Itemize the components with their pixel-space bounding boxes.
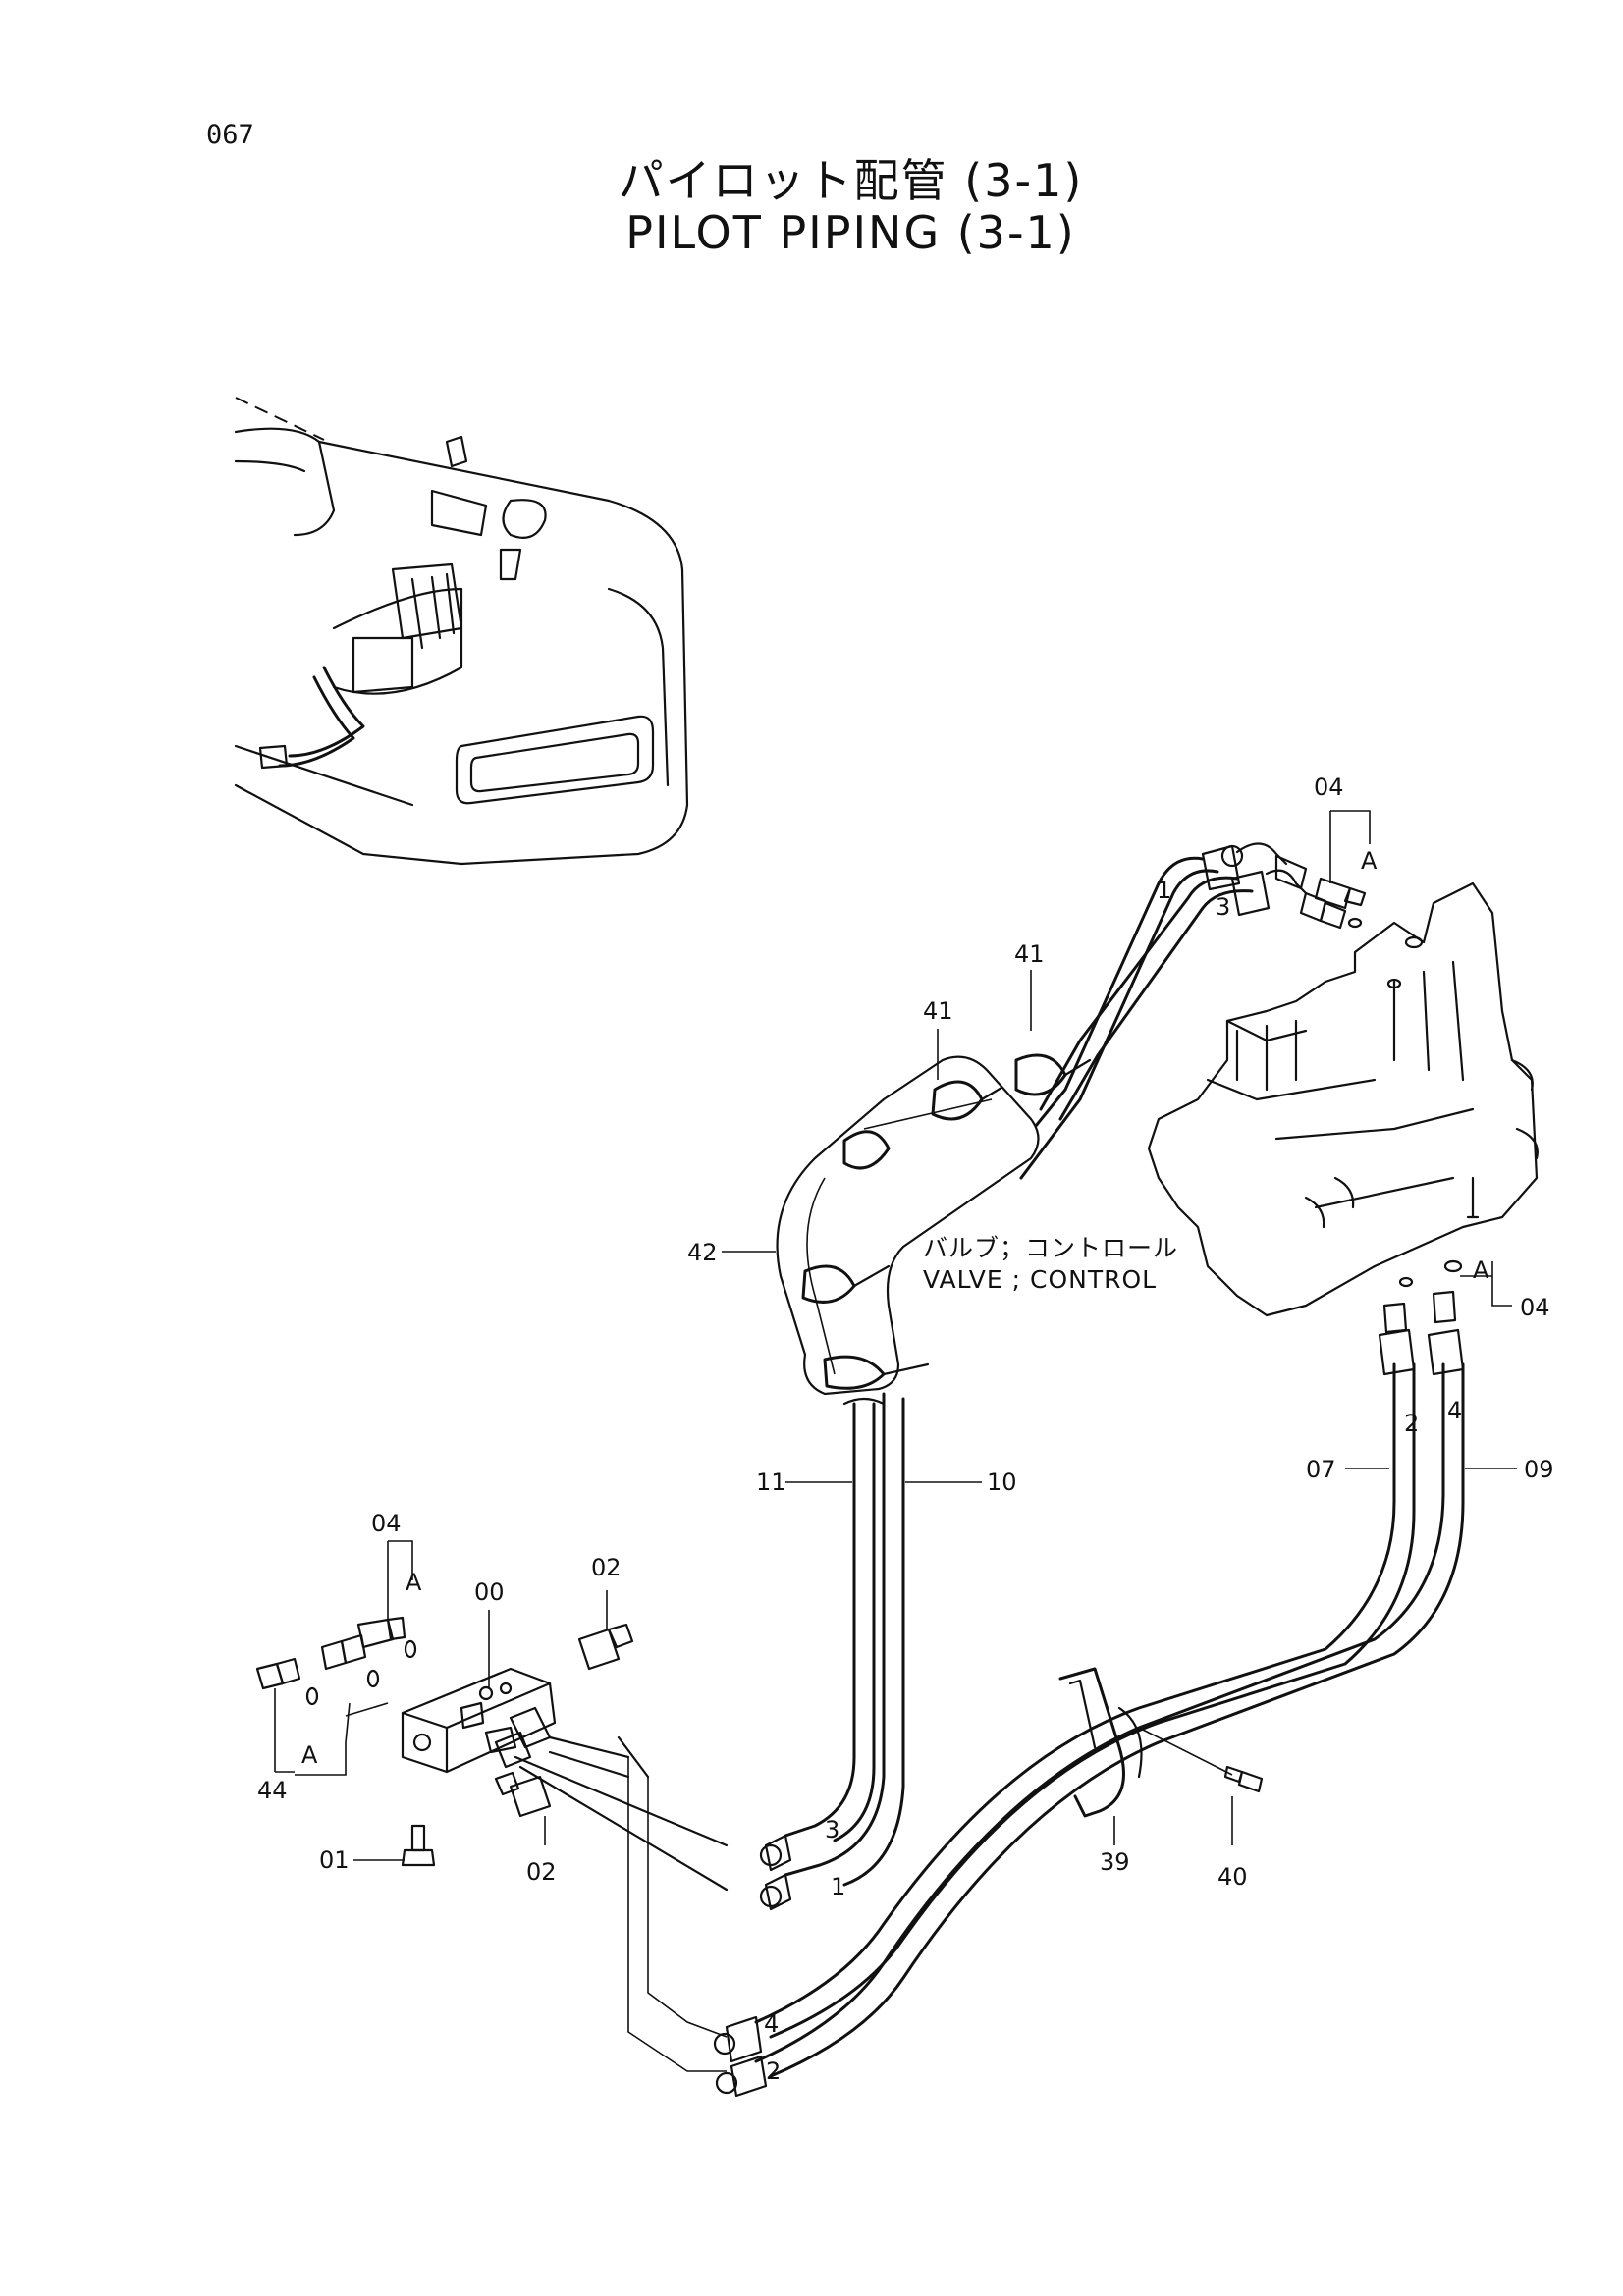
part-labels: 04 A 41 41 42 A 04 07 09 11 10 04 A 00 0…	[257, 774, 1554, 1891]
label-04-left: 04	[371, 1510, 402, 1537]
label-10: 10	[987, 1468, 1017, 1496]
pilot-hoses-07-09: 2 4 4 2	[713, 1290, 1465, 2098]
hose-number-1-upper: 1	[1157, 877, 1171, 904]
title-japanese: パイロット配管 (3-1)	[618, 154, 1084, 207]
label-41-upper: 41	[1014, 940, 1045, 968]
title-english: PILOT PIPING (3-1)	[625, 206, 1076, 259]
hose-number-2-lower: 2	[766, 2057, 781, 2085]
hose-number-1-lower: 1	[831, 1873, 845, 1900]
upper-pilot-hoses: 1 3	[1000, 842, 1367, 1180]
control-valve-name-japanese: バルブ；コントロール	[923, 1234, 1178, 1262]
label-02-bottom: 02	[526, 1858, 557, 1886]
label-11: 11	[756, 1468, 786, 1496]
label-00: 00	[474, 1578, 505, 1606]
hose-number-3-upper: 3	[1216, 893, 1230, 921]
hose-number-4-right: 4	[1447, 1397, 1462, 1424]
label-A-bottom: A	[301, 1741, 318, 1769]
long-pilot-hoses-10-11: 3 1	[759, 1392, 905, 1911]
hose-number-3-lower: 3	[825, 1816, 839, 1843]
label-04-top: 04	[1314, 774, 1344, 801]
page-number: 067	[206, 120, 254, 150]
hose-number-4-lower: 4	[764, 2010, 779, 2038]
label-04-right: 04	[1520, 1294, 1550, 1321]
label-07: 07	[1306, 1456, 1336, 1483]
label-A-right: A	[1473, 1256, 1489, 1284]
hose-protector-sleeve	[776, 1053, 1092, 1406]
label-39: 39	[1100, 1848, 1130, 1876]
label-A-top: A	[1361, 847, 1378, 875]
leader-lines	[274, 810, 1517, 1861]
label-42: 42	[687, 1239, 718, 1266]
label-40: 40	[1217, 1863, 1248, 1891]
label-02-top: 02	[591, 1554, 622, 1581]
control-valve-name-english: VALVE ; CONTROL	[923, 1265, 1157, 1294]
control-valve-illustration: バルブ；コントロール VALVE ; CONTROL	[923, 881, 1539, 1317]
label-09: 09	[1524, 1456, 1554, 1483]
label-41-lower: 41	[923, 997, 953, 1025]
label-A-left: A	[406, 1569, 422, 1596]
hose-number-2-right: 2	[1404, 1410, 1419, 1437]
label-01: 01	[319, 1846, 350, 1874]
machine-overview-illustration	[234, 397, 689, 866]
label-44: 44	[257, 1777, 288, 1804]
pilot-block-assembly	[255, 1616, 1264, 2072]
